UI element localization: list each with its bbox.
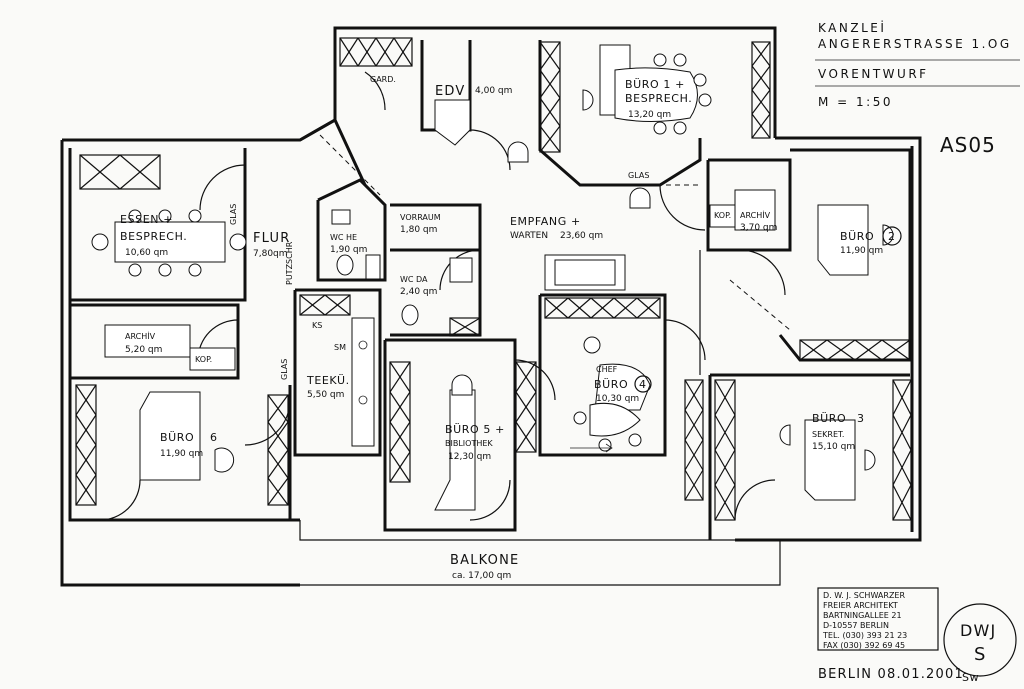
label-buero2-num: 2	[888, 230, 896, 243]
sheet-number: AS05	[940, 133, 996, 157]
doors	[99, 71, 786, 521]
area-balkone: ca. 17,00 qm	[452, 571, 511, 581]
label-edv: EDV	[435, 84, 466, 99]
stamp-line2: FREIER ARCHITEKT	[823, 601, 898, 610]
label-teeku: TEEKÜ.	[306, 374, 350, 387]
cabinets	[75, 37, 912, 521]
interior-walls	[70, 40, 912, 540]
area-archiv-small: 3,70 qm	[740, 223, 777, 233]
header-line3: VORENTWURF	[818, 67, 929, 81]
furniture	[91, 44, 894, 511]
stamp-line3: BARTNINGALLEE 21	[823, 611, 902, 620]
label-glas-mid: GLAS	[280, 359, 289, 380]
label-buero5-a: BÜRO 5 +	[445, 423, 505, 436]
label-essen-a: ESSEN +	[120, 213, 173, 226]
area-buero4: 10,30 qm	[596, 394, 639, 404]
architect-stamp: D. W. J. SCHWARZER FREIER ARCHITEKT BART…	[817, 587, 939, 651]
seal-line1: DWJ	[960, 621, 996, 640]
header-line1: KANZLEİ	[818, 20, 886, 35]
area-archiv: 5,20 qm	[125, 345, 162, 355]
label-glas-top: GLAS	[628, 171, 649, 180]
title-block: KANZLEİ ANGERERSTRASSE 1.OG VORENTWURF M…	[815, 20, 1020, 157]
stamp-line6: FAX (030) 392 69 45	[823, 641, 905, 650]
label-buero4-num: 4	[639, 378, 647, 391]
area-vorraum: 1,80 qm	[400, 225, 437, 235]
area-wc-he: 1,90 qm	[330, 245, 367, 255]
stamp-line5: TEL. (030) 393 21 23	[822, 631, 907, 640]
label-kop1: KOP.	[714, 211, 731, 220]
label-chef: CHEF	[596, 365, 618, 374]
area-buero6: 11,90 qm	[160, 449, 203, 459]
dashed-lines	[319, 134, 791, 460]
area-buero5: 12,30 qm	[448, 452, 491, 462]
label-gard: GARD.	[370, 75, 396, 84]
label-empfang-sub: WARTEN	[510, 231, 548, 241]
label-buero6-num: 6	[210, 431, 218, 444]
footer: BERLIN 08.01.2001 Sw	[818, 667, 979, 684]
area-buero3: 15,10 qm	[812, 442, 855, 452]
label-sm: SM	[334, 343, 346, 352]
label-glas-left: GLAS	[229, 204, 238, 225]
area-edv: 4,00 qm	[475, 86, 512, 96]
area-empfang: 23,60 qm	[560, 231, 603, 241]
label-buero1b: BESPRECH.	[625, 92, 692, 105]
area-buero2: 11,90 qm	[840, 246, 883, 256]
stamp-line4: D-10557 BERLIN	[823, 621, 889, 630]
label-kop2: KOP.	[195, 355, 212, 364]
label-essen-b: BESPRECH.	[120, 230, 187, 243]
label-flur: FLUR	[253, 231, 290, 246]
footer-initials: Sw	[962, 671, 979, 684]
area-buero1: 13,20 qm	[628, 110, 671, 120]
label-empfang: EMPFANG +	[510, 215, 581, 228]
label-buero4: BÜRO	[594, 378, 628, 391]
label-balkone: BALKONE	[450, 553, 519, 568]
area-wc-da: 2,40 qm	[400, 287, 437, 297]
area-teeku: 5,50 qm	[307, 390, 344, 400]
area-essen: 10,60 qm	[125, 248, 168, 258]
label-putzschr: PUTZSCHR	[285, 241, 294, 285]
area-flur: 7,80qm	[253, 249, 288, 259]
label-archiv-small: ARCHİV	[740, 210, 771, 220]
label-buero5-b: BIBLIOTHEK	[445, 439, 493, 448]
stamp-line1: D. W. J. SCHWARZER	[823, 591, 905, 600]
label-buero1a: BÜRO 1 +	[625, 78, 685, 91]
seal-line2: S	[974, 644, 987, 665]
footer-date: BERLIN 08.01.2001	[818, 667, 964, 682]
room-labels: GARD. EDV 4,00 qm BÜRO 1 + BESPRECH. 13,…	[120, 75, 902, 581]
outer-walls	[60, 26, 922, 587]
architect-seal: DWJ S	[943, 603, 1017, 677]
label-vorraum: VORRAUM	[400, 213, 441, 222]
label-buero3-sub: SEKRET.	[812, 430, 844, 439]
label-archiv: ARCHİV	[125, 331, 156, 341]
header-scale: M = 1:50	[818, 95, 893, 109]
label-wc-he: WC HE	[330, 233, 357, 242]
label-buero6: BÜRO	[160, 431, 194, 444]
label-buero3: BÜRO	[812, 412, 846, 425]
header-line2: ANGERERSTRASSE 1.OG	[818, 37, 1012, 51]
label-ks: KS	[312, 321, 322, 330]
label-buero3-num: 3	[857, 412, 865, 425]
label-buero2: BÜRO	[840, 230, 874, 243]
label-wc-da: WC DA	[400, 275, 428, 284]
